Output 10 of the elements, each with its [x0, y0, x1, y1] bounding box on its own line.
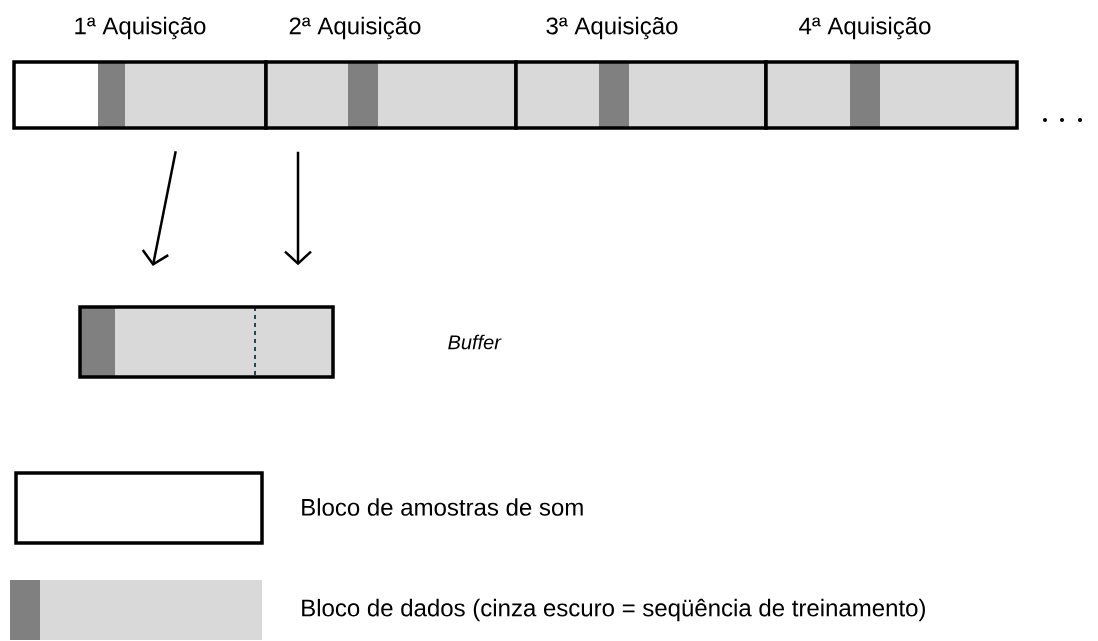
- arrow: [284, 151, 312, 266]
- block-heading: 4ª Aquisição: [799, 16, 931, 40]
- block-heading: 1ª Aquisição: [75, 16, 206, 40]
- block-heading: 3ª Aquisição: [546, 16, 678, 40]
- legend-text: Bloco de dados (cinza escuro = seqüência de treinamento): [302, 598, 925, 622]
- legend-text: Bloco de amostras de som: [302, 498, 583, 516]
- block-heading: 2ª Aquisição: [289, 16, 421, 40]
- arrow: [141, 151, 177, 267]
- buffer-box: [78, 305, 335, 379]
- buffer-label: Buffer: [448, 334, 502, 350]
